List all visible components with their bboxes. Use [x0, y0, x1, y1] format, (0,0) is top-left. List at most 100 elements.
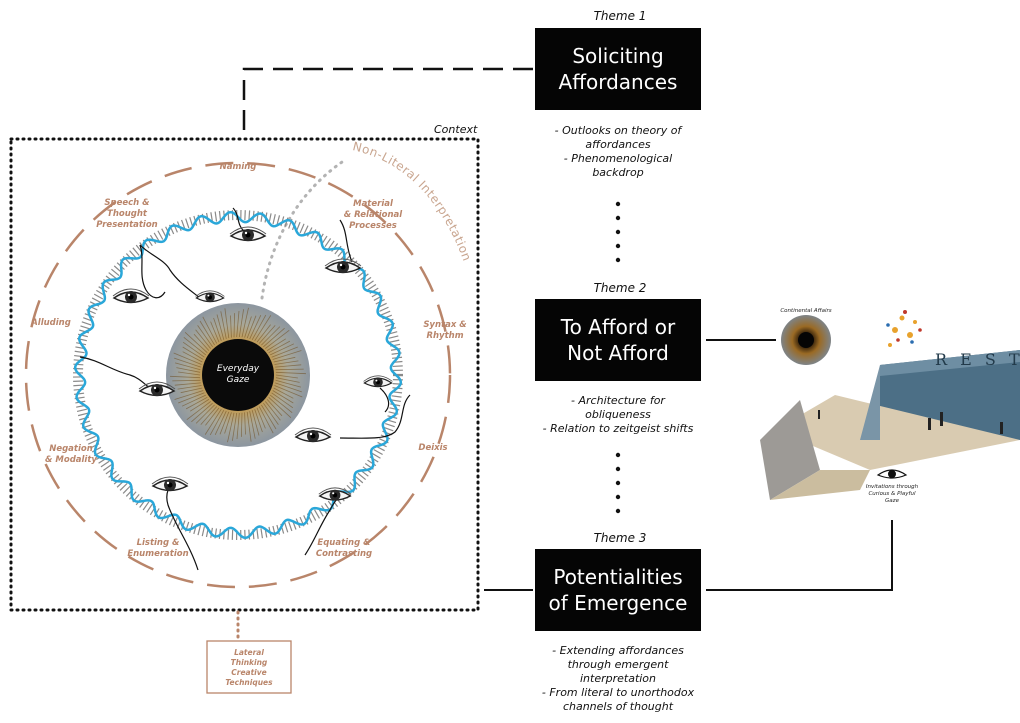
label-listing: Listing &Enumeration — [120, 538, 196, 560]
theme1-title-line2: Affordances — [558, 70, 678, 94]
theme3-bullet: channels of thought — [562, 700, 674, 713]
iris-fiber — [266, 338, 287, 351]
theme1-bullet: affordances — [585, 138, 651, 151]
theme1-box: Soliciting Affordances — [535, 28, 701, 110]
lateral-line: Thinking — [230, 658, 268, 667]
theme1-title-line1: Soliciting — [572, 44, 664, 68]
iris-fiber — [177, 385, 202, 390]
iris-fiber — [268, 397, 292, 418]
label-syntax: Syntax &Rhythm — [417, 320, 473, 342]
iris-fiber — [271, 346, 298, 358]
iris-fiber — [174, 390, 204, 400]
iris-fiber — [254, 409, 263, 433]
iris-fiber — [263, 327, 285, 348]
iris-fiber — [241, 412, 243, 437]
iris-fiber — [174, 362, 201, 371]
theme3-bullet: interpretation — [579, 672, 657, 685]
label-line: Presentation — [96, 220, 158, 230]
iris-fiber — [227, 412, 235, 443]
center-label: Everyday Gaze — [208, 364, 268, 386]
iris-fiber — [216, 314, 225, 340]
iris-fiber — [244, 316, 252, 338]
eye-drawings — [112, 226, 393, 501]
caption-line: Curious & Playful — [868, 491, 916, 497]
iris-fiber — [273, 387, 294, 399]
theme1-bullet: - Outlooks on theory of — [554, 124, 682, 137]
iris-fiber — [265, 329, 290, 349]
label-deixis: Deixis — [411, 443, 455, 454]
iris-fiber — [251, 314, 267, 340]
svg-text:R E S T: R E S T — [935, 350, 1020, 369]
iris-fiber — [274, 360, 299, 365]
iris-fibers — [169, 307, 307, 443]
iris-fiber — [233, 313, 235, 338]
outer-dashed-ring — [24, 161, 452, 589]
iris-fiber — [210, 321, 220, 343]
invitations-caption: Invitations through Curious & Playful Ga… — [852, 484, 932, 505]
iris-fiber — [236, 412, 240, 440]
theme1-bullet: - Phenomenological — [563, 152, 673, 165]
invitations-eye-icon — [876, 469, 908, 479]
eye-icon — [138, 381, 176, 397]
iris-fiber — [263, 402, 279, 425]
iris-fiber — [271, 392, 294, 409]
architecture-photo: R E S T — [760, 310, 1020, 500]
theme3-bullet: - Extending affordances — [552, 644, 684, 657]
lateral-line: Creative — [231, 668, 267, 677]
iris-fiber — [274, 385, 303, 398]
iris-fiber — [230, 315, 232, 338]
label-negation: Negation& Modality — [38, 444, 104, 466]
theme2-bullet: - Architecture for — [571, 394, 665, 407]
iris-fiber — [214, 410, 227, 435]
iris-fiber — [275, 374, 298, 379]
iris-fiber — [174, 382, 201, 386]
iris-fiber — [249, 315, 262, 340]
iris-fiber — [275, 364, 302, 368]
iris-fiber — [189, 399, 210, 412]
theme3-title-line1: Potentialities — [553, 565, 683, 589]
lateral-box — [206, 640, 292, 694]
label-equating: Equating &Contrasting — [306, 538, 382, 560]
iris-fiber — [258, 406, 274, 434]
iris-fiber — [183, 336, 207, 356]
theme1-bullet: backdrop — [592, 166, 644, 179]
theme3-bullets: - Extending affordances through emergent… — [518, 644, 718, 714]
theme3-label: Theme 3 — [593, 531, 647, 545]
theme2-label: Theme 2 — [593, 281, 647, 295]
iris-fiber — [178, 371, 201, 376]
theme1-label: Theme 1 — [593, 9, 647, 23]
iris-fiber — [224, 412, 232, 434]
iris-fiber — [261, 326, 281, 346]
theme2-box: To Afford or Not Afford — [535, 299, 701, 381]
iris-fiber — [241, 307, 249, 338]
iris-fiber — [268, 340, 291, 354]
theme3-bullet: through emergent — [567, 658, 669, 671]
eye-icon — [363, 375, 393, 388]
iris-fiber — [204, 408, 222, 435]
iris-fiber — [264, 401, 281, 421]
iris-fiber — [172, 379, 201, 382]
lateral-line: Techniques — [225, 678, 273, 687]
iris-fiber — [220, 311, 227, 339]
eye-icon — [151, 476, 189, 492]
eye-icon — [229, 226, 267, 242]
iris-fiber — [256, 324, 271, 343]
iris-fiber — [191, 402, 213, 423]
label-line: Equating & — [317, 538, 371, 548]
iris-fiber — [238, 309, 244, 338]
iris-fiber — [173, 352, 202, 365]
iris-fiber — [251, 410, 260, 436]
iris-fiber — [195, 329, 212, 349]
context-label: Context — [434, 123, 478, 136]
eye-icon — [324, 258, 362, 274]
eye-icon — [195, 290, 225, 303]
iris-fiber — [275, 382, 302, 393]
label-line: Listing & — [136, 538, 180, 548]
iris-fiber — [209, 410, 225, 436]
iris-fiber — [184, 332, 208, 353]
label-naming: Naming — [213, 162, 263, 173]
center-label-line: Everyday — [216, 364, 260, 374]
iris-fiber — [169, 375, 201, 379]
